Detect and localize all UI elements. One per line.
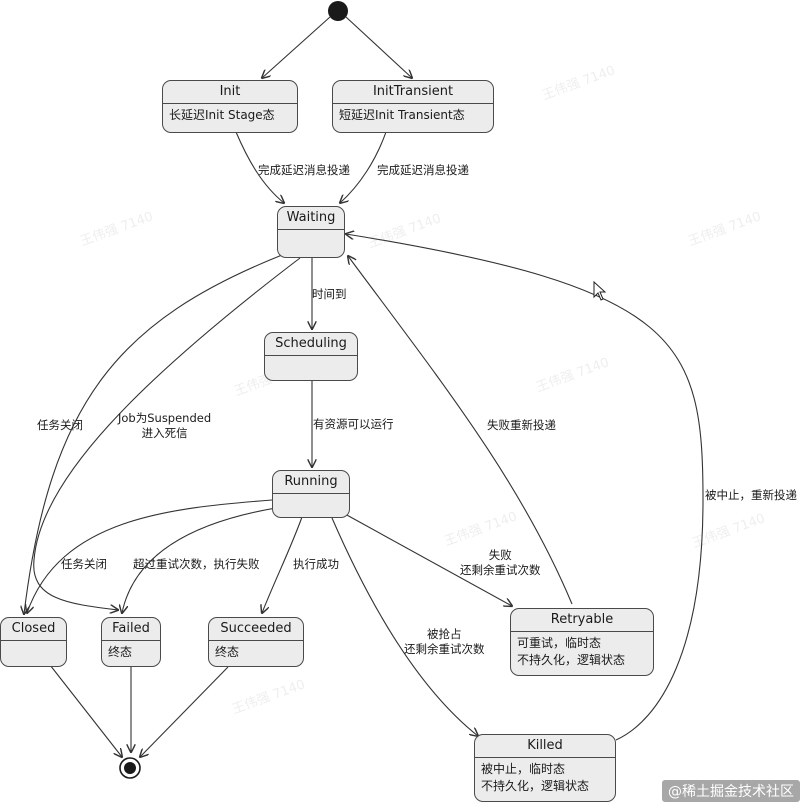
edge-running-to-retryable — [344, 513, 512, 606]
state-name: Scheduling — [275, 336, 347, 351]
label-waiting-to-scheduling: 时间到 — [312, 287, 347, 301]
label-waiting-to-closed: 任务关闭 — [37, 418, 83, 432]
state-divider — [511, 631, 653, 632]
label-line: Job为Suspended — [118, 411, 212, 425]
state-desc-line: 可重试，临时态 — [517, 636, 602, 650]
edge-running-to-succeeded — [262, 516, 303, 613]
state-name: Retryable — [550, 612, 614, 627]
edge-waiting-to-closed — [24, 254, 283, 614]
label-line: 进入死信 — [141, 426, 188, 440]
state-desc-line: 被中止，临时态 — [481, 762, 566, 776]
label-line: 还剩余重试次数 — [460, 563, 541, 577]
state-scheduling: Scheduling — [264, 332, 358, 381]
state-name: Running — [284, 474, 338, 489]
state-divider — [278, 229, 344, 230]
label-running-to-closed: 任务关闭 — [61, 557, 107, 571]
edge-init-to-waiting — [235, 131, 284, 203]
state-init-transient: InitTransient 短延迟Init Transient态 — [332, 80, 494, 133]
state-divider — [102, 640, 160, 641]
label-retryable-to-waiting: 失败重新投递 — [487, 418, 556, 432]
label-scheduling-to-running: 有资源可以运行 — [313, 417, 394, 431]
state-succeeded: Succeeded 终态 — [208, 617, 304, 667]
edge-start-to-init — [262, 16, 331, 78]
state-init: Init 长延迟Init Stage态 — [162, 80, 298, 133]
label-running-to-failed: 超过重试次数，执行失败 — [133, 557, 260, 571]
state-desc: 终态 — [108, 645, 133, 659]
state-name: Killed — [527, 738, 563, 753]
edge-killed-to-waiting — [346, 234, 704, 741]
edge-retryable-to-waiting — [348, 256, 573, 605]
state-closed: Closed — [0, 617, 67, 667]
edge-running-to-closed — [27, 499, 273, 613]
edge-waiting-to-failed — [33, 257, 301, 610]
label-killed-to-waiting: 被中止，重新投递 — [705, 488, 797, 502]
state-running: Running — [272, 470, 350, 518]
state-retryable: Retryable 可重试，临时态 不持久化，逻辑状态 — [510, 608, 654, 676]
edge-running-to-failed — [122, 506, 283, 613]
label-transient-to-waiting: 完成延迟消息投递 — [377, 163, 469, 177]
label-line: 还剩余重试次数 — [404, 642, 485, 656]
state-desc: 长延迟Init Stage态 — [169, 108, 275, 122]
start-node — [328, 1, 348, 21]
edge-succeeded-to-end — [140, 666, 229, 757]
label-running-to-succeeded: 执行成功 — [293, 557, 339, 571]
label-line: 被抢占 — [427, 627, 462, 641]
edge-closed-to-end — [49, 664, 122, 757]
edge-start-to-init-transient — [345, 16, 412, 78]
label-init-to-waiting: 完成延迟消息投递 — [258, 163, 350, 177]
state-desc: 终态 — [215, 645, 240, 659]
state-desc: 短延迟Init Transient态 — [339, 108, 465, 122]
state-name: Closed — [11, 621, 56, 636]
end-node-core — [124, 762, 136, 774]
state-divider — [1, 640, 66, 641]
state-waiting: Waiting — [277, 206, 345, 258]
state-divider — [333, 103, 493, 104]
state-name: Failed — [112, 621, 150, 636]
state-failed: Failed 终态 — [101, 617, 161, 667]
label-running-to-retryable: 失败 还剩余重试次数 — [460, 548, 541, 578]
state-killed: Killed 被中止，临时态 不持久化，逻辑状态 — [474, 734, 616, 802]
state-divider — [265, 355, 357, 356]
label-running-to-killed: 被抢占 还剩余重试次数 — [404, 627, 485, 657]
mouse-cursor-icon — [593, 280, 607, 301]
state-divider — [209, 640, 303, 641]
state-desc-line: 不持久化，逻辑状态 — [481, 779, 590, 793]
edge-transient-to-waiting — [340, 131, 387, 203]
state-desc-line: 不持久化，逻辑状态 — [517, 653, 626, 667]
footer-credit: @稀土掘金技术社区 — [662, 780, 800, 802]
state-divider — [273, 493, 349, 494]
label-waiting-to-failed: Job为Suspended 进入死信 — [118, 411, 211, 441]
state-name: InitTransient — [372, 84, 454, 99]
state-divider — [475, 757, 615, 758]
state-divider — [163, 103, 297, 104]
state-name: Init — [219, 84, 241, 99]
state-name: Succeeded — [220, 621, 292, 636]
state-name: Waiting — [286, 210, 336, 225]
edge-running-to-killed — [331, 517, 478, 736]
label-line: 失败 — [488, 548, 512, 562]
